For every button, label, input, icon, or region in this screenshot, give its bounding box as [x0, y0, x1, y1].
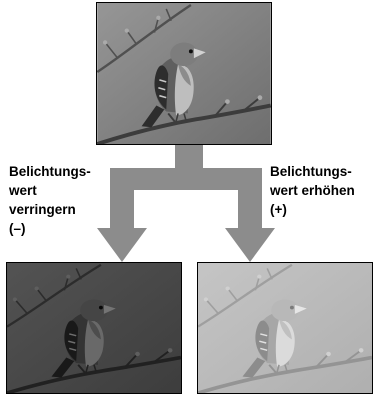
arrow-right-head — [225, 228, 275, 262]
arrow-shapes — [97, 145, 275, 262]
label-left-line-4: (–) — [9, 221, 26, 236]
arrow-left-shaft — [110, 168, 134, 230]
label-right-line-2: wert erhöhen — [270, 183, 355, 198]
label-decrease-exposure: Belichtungs- wert verringern (–) — [9, 162, 91, 238]
photo-decreased-exposure — [6, 262, 182, 394]
arrow-right-shaft — [238, 168, 262, 230]
label-right-line-3: (+) — [270, 202, 287, 217]
label-increase-exposure: Belichtungs- wert erhöhen (+) — [270, 162, 355, 219]
bird-photo — [97, 3, 271, 144]
arrow-crossbar — [110, 168, 262, 190]
photo-normal-exposure — [96, 2, 272, 145]
label-left-line-2: wert — [9, 183, 37, 198]
label-right-line-1: Belichtungs- — [270, 164, 352, 179]
label-left-line-1: Belichtungs- — [9, 164, 91, 179]
photo-increased-exposure — [197, 262, 373, 394]
bird-photo-bright — [198, 263, 372, 393]
arrow-left-head — [97, 228, 147, 262]
label-left-line-3: verringern — [9, 202, 76, 217]
bird-photo-dark — [7, 263, 181, 393]
